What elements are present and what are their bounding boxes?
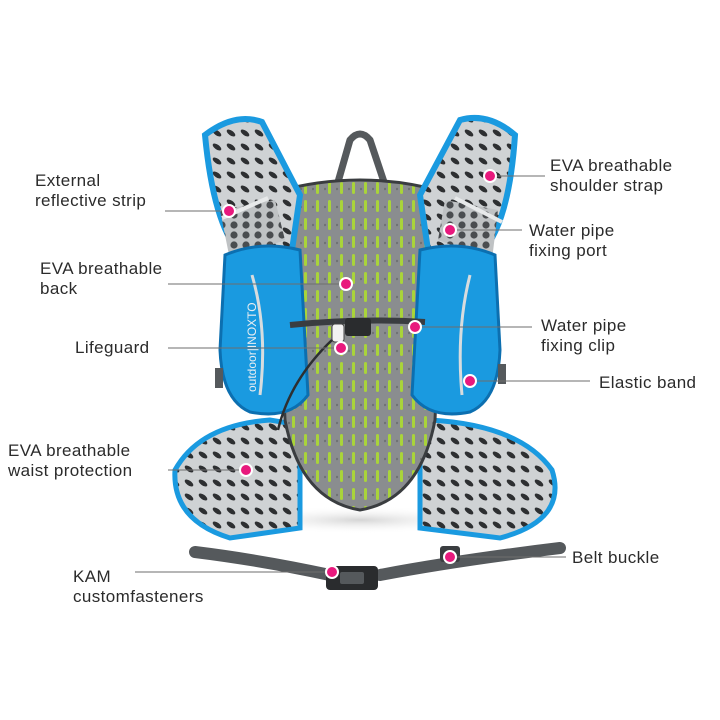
marker-pipe-port [443,223,457,237]
whistle [331,323,345,343]
label-eva-back: EVA breathable back [40,259,162,299]
hose-loop [276,339,333,431]
label-belt-buckle: Belt buckle [572,548,660,568]
label-line: External [35,171,101,190]
marker-elastic [463,374,477,388]
label-line: shoulder strap [550,176,664,195]
label-waist-protection: EVA breathable waist protection [8,441,133,481]
label-pipe-clip: Water pipe fixing clip [541,316,627,356]
label-kam-fasteners: KAM customfasteners [73,567,204,607]
label-line: Belt buckle [572,548,660,567]
label-reflective-strip: External reflective strip [35,171,146,211]
label-lifeguard: Lifeguard [75,338,150,358]
label-line: EVA breathable [8,441,131,460]
label-line: Lifeguard [75,338,150,357]
side-tab-left [215,368,223,388]
label-shoulder-strap: EVA breathable shoulder strap [550,156,672,196]
waist-wing-right [417,417,558,541]
chest-buckle [345,318,371,336]
waist-wing-left [172,417,303,541]
label-pipe-port: Water pipe fixing port [529,221,615,261]
label-line: EVA breathable [40,259,163,278]
label-line: Water pipe [541,316,627,335]
back-mesh-panel [273,178,447,512]
marker-pipe-clip [408,320,422,334]
marker-lifeguard [334,341,348,355]
label-line: fixing clip [541,336,616,355]
label-line: fixing port [529,241,608,260]
brand-text: outdoor|INOXTO [245,302,259,392]
label-line: Elastic band [599,373,697,392]
marker-buckle [443,550,457,564]
marker-shoulder [483,169,497,183]
label-line: waist protection [8,461,133,480]
front-pocket-right [410,244,502,416]
marker-kam [325,565,339,579]
pocket-swoosh-left [250,274,265,396]
label-line: EVA breathable [550,156,673,175]
side-tab-right [498,364,506,384]
pocket-swoosh-right [458,274,472,396]
marker-reflective [222,204,236,218]
belt-buckle-inner [340,572,364,584]
label-line: customfasteners [73,587,204,606]
marker-eva-back [339,277,353,291]
top-handle [334,130,388,184]
label-line: KAM [73,567,112,586]
label-line: reflective strip [35,191,147,210]
label-elastic-band: Elastic band [599,373,696,393]
label-line: back [40,279,78,298]
marker-waist [239,463,253,477]
reflective-strip-right [454,196,503,224]
label-line: Water pipe [529,221,615,240]
